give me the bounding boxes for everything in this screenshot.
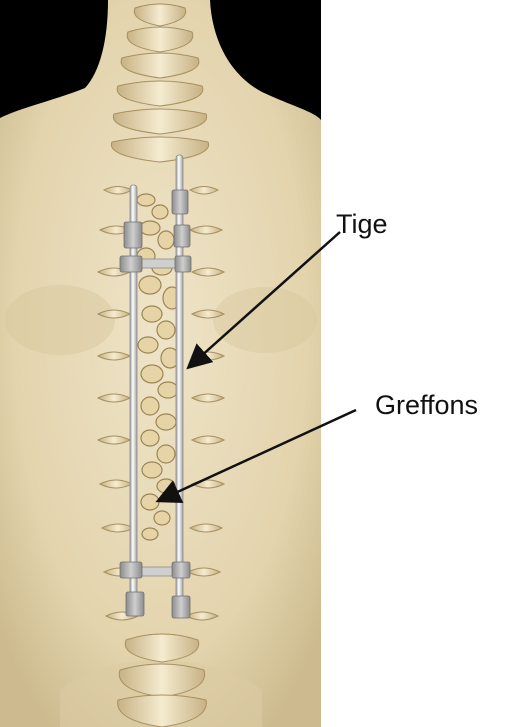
rod-label: Tige [336, 211, 388, 238]
grafts-label: Greffons [375, 392, 478, 419]
